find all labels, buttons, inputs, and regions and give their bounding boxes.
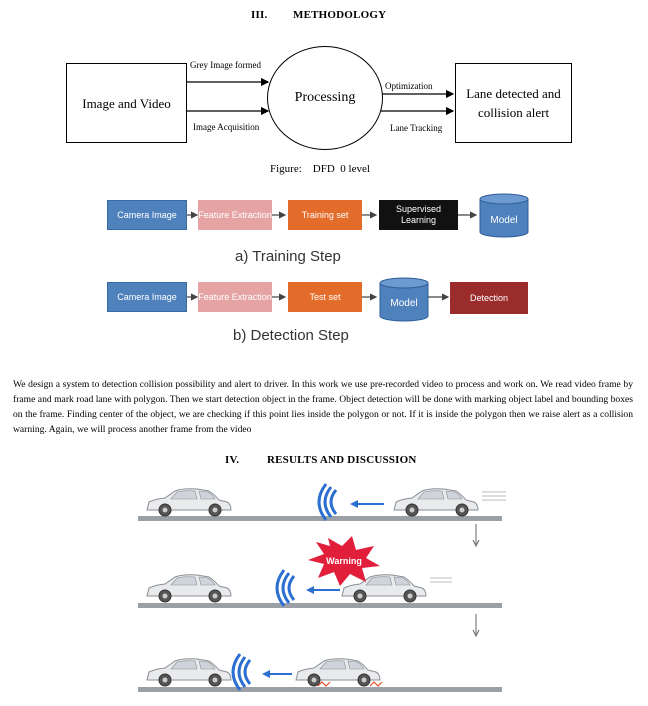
training-arrows: Model [187, 193, 529, 238]
car-icon [393, 488, 479, 517]
section-number: III. [251, 9, 268, 21]
detection-arrows: Model [187, 277, 450, 322]
road-line [138, 687, 502, 692]
step-supervised-learning: Supervised Learning [379, 200, 458, 230]
step-camera-image: Camera Image [107, 282, 187, 312]
step-feature-extraction: Feature Extraction [198, 282, 272, 312]
step-camera-image: Camera Image [107, 200, 187, 230]
section-heading-results: IV. RESULTS AND DISCUSSION [225, 454, 417, 466]
dfd-output-label: Lane detected and collision alert [466, 86, 561, 120]
step-label: Feature Extraction [198, 291, 272, 302]
section-title: METHODOLOGY [293, 9, 387, 21]
section-number: IV. [225, 454, 240, 466]
flow-label-grey-image: Grey Image formed [190, 60, 261, 70]
step-label: Training set [301, 209, 349, 220]
model-label: Model [390, 298, 417, 309]
dfd-source-box: Image and Video [66, 63, 187, 143]
section-title: RESULTS AND DISCUSSION [267, 454, 417, 466]
section-heading-methodology: III. METHODOLOGY [251, 9, 386, 21]
warning-label: Warning [326, 556, 362, 566]
model-cylinder-detection: Model [379, 277, 429, 322]
car-icon [341, 574, 427, 603]
dfd-source-label: Image and Video [82, 95, 171, 111]
car-icon [146, 574, 232, 603]
step-feature-extraction: Feature Extraction [198, 200, 272, 230]
training-step-title: a) Training Step [235, 248, 341, 265]
signal-waves-icon [275, 568, 296, 608]
step-label: Camera Image [117, 209, 177, 220]
step-label: Feature Extraction [198, 209, 272, 220]
step-detection: Detection [450, 282, 528, 314]
flow-label-lane-tracking: Lane Tracking [390, 123, 443, 133]
dfd-caption: Figure: DFD 0 level [270, 163, 370, 175]
dfd-arrows [186, 77, 455, 116]
warning-burst-icon: Warning [308, 536, 380, 586]
collision-illustration: Warning [138, 482, 506, 692]
brake-marks [317, 681, 383, 687]
model-label: Model [490, 215, 517, 226]
flow-label-optimization: Optimization [385, 81, 433, 91]
car-icon [146, 488, 232, 517]
step-label: Detection [469, 292, 509, 303]
step-label: Supervised Learning [395, 204, 442, 225]
methodology-paragraph: We design a system to detection collisio… [13, 379, 633, 435]
dfd-process-label: Processing [294, 90, 356, 105]
signal-waves-icon [231, 652, 252, 692]
motion-lines [482, 491, 506, 501]
motion-lines [430, 577, 452, 583]
step-test-set: Test set [288, 282, 362, 312]
dfd-output-box: Lane detected and collision alert [455, 63, 572, 143]
signal-waves-icon [317, 482, 338, 522]
car-icon [295, 658, 381, 687]
dfd-process-circle: Processing [267, 46, 383, 150]
step-training-set: Training set [288, 200, 362, 230]
road-line [138, 603, 502, 608]
step-label: Camera Image [117, 291, 177, 302]
detection-step-title: b) Detection Step [233, 327, 349, 344]
car-icon [146, 658, 232, 687]
road-line [138, 516, 502, 521]
flow-label-image-acquisition: Image Acquisition [193, 122, 260, 132]
model-cylinder-training: Model [479, 193, 529, 238]
step-label: Test set [309, 291, 341, 302]
